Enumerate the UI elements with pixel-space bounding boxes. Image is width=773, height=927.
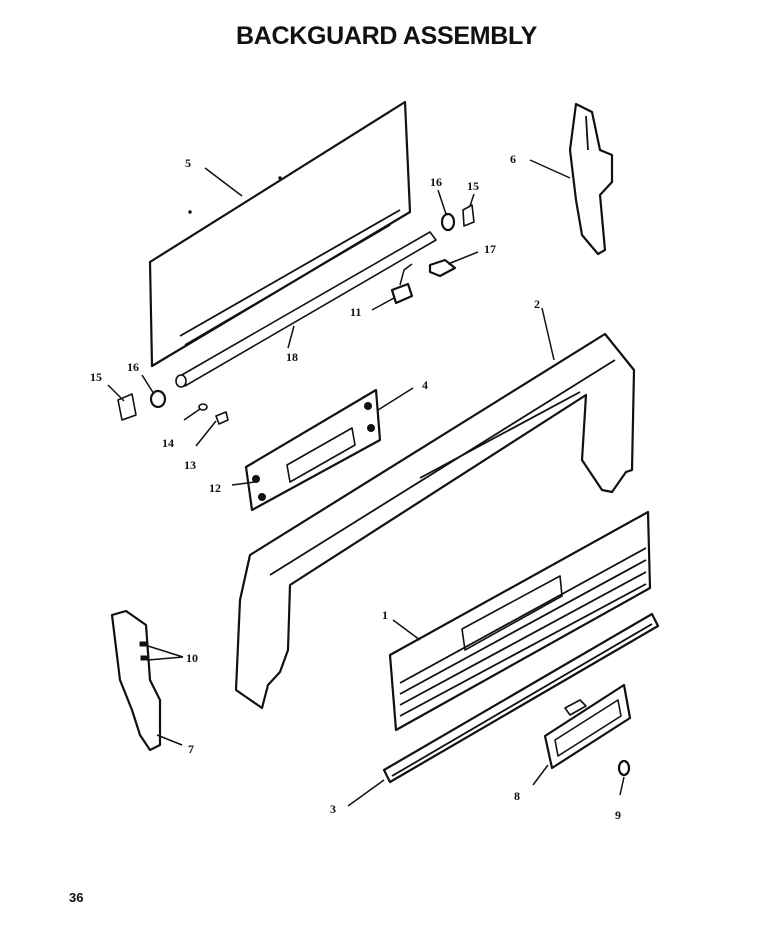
page-number: 36 [69,890,84,905]
callout-16-upper: 16 [430,175,442,189]
callout-7: 7 [188,742,194,756]
callout-2: 2 [534,297,540,311]
part-16-upper-socket [440,212,456,232]
callout-4: 4 [422,378,428,392]
part-7-left-bracket [110,609,162,752]
callout-13: 13 [184,458,196,472]
callout-14: 14 [162,436,174,450]
callout-11: 11 [350,305,361,319]
part-8-bezel-frame [543,683,632,770]
callout-17: 17 [484,242,496,256]
callout-5: 5 [185,156,191,170]
part-3-trim-strip [382,612,660,784]
callout-12: 12 [209,481,221,495]
callout-8: 8 [514,789,520,803]
part-4-bracket-plate [244,388,382,512]
callout-3: 3 [330,802,336,816]
part-5-back-panel [148,100,412,368]
part-11-switch [390,263,414,305]
callout-18: 18 [286,350,298,364]
part-14-pin [198,403,208,411]
part-2-backguard-frame [234,332,636,710]
callout-10: 10 [186,651,198,665]
callout-15-lower: 15 [90,370,102,384]
callout-16-lower: 16 [127,360,139,374]
part-1-control-panel [388,510,652,732]
part-6-right-bracket [568,102,614,256]
callout-6: 6 [510,152,516,166]
diagram-title: BACKGUARD ASSEMBLY [235,22,538,50]
part-18-tube [175,231,437,388]
part-15-upper-clip [462,204,475,227]
part-13-bulb [215,411,229,425]
callout-15-upper: 15 [467,179,479,193]
part-16-lower-socket [149,389,167,409]
leader-lines [107,159,625,807]
callout-labels: 5 6 16 15 17 11 18 2 4 15 16 14 13 12 1 … [90,152,621,822]
callout-9: 9 [615,808,621,822]
part-9-knob [617,759,631,777]
callout-1: 1 [382,608,388,622]
